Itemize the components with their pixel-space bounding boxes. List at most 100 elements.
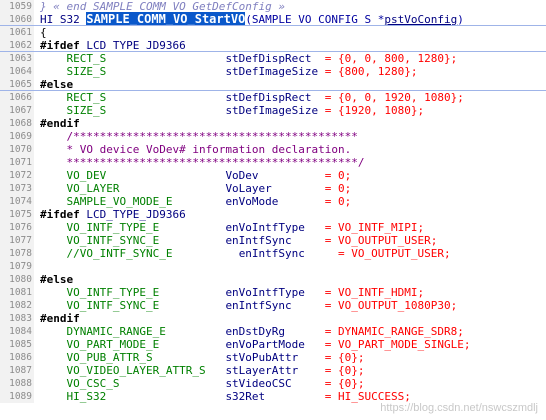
code-token: stLayerAttr — [225, 364, 325, 377]
code-line[interactable]: 1076 VO_INTF_TYPE_E enVoIntfType = VO_IN… — [0, 221, 546, 234]
code-line[interactable]: 1078 //VO_INTF_SYNC_E enIntfSync = VO_OU… — [0, 247, 546, 260]
code-token: enVoIntfType — [225, 286, 325, 299]
code-token: = {0}; — [324, 364, 365, 377]
code-line[interactable]: 1070 * VO device VoDev# information decl… — [0, 143, 546, 156]
code-token: = 0; — [324, 182, 352, 195]
code-text: RECT_S stDefDispRect = {0, 0, 1920, 1080… — [40, 91, 463, 104]
code-token: = VO_OUTPUT_USER; — [338, 247, 451, 260]
line-number: 1068 — [0, 117, 34, 130]
code-token: VO_PART_MODE_E — [40, 338, 226, 351]
code-token: #endif — [40, 117, 80, 130]
code-text: #endif — [40, 312, 80, 325]
code-text: SIZE_S stDefImageSize = {1920, 1080}; — [40, 104, 424, 117]
code-token: enVoMode — [225, 195, 325, 208]
code-line[interactable]: 1061{ — [0, 26, 546, 39]
code-text: VO_INTF_TYPE_E enVoIntfType = VO_INTF_HD… — [40, 286, 424, 299]
code-line[interactable]: 1084 DYNAMIC_RANGE_E enDstDyRg = DYNAMIC… — [0, 325, 546, 338]
line-number: 1086 — [0, 351, 34, 364]
line-number: 1077 — [0, 234, 34, 247]
code-line[interactable]: 1080 #else — [0, 273, 546, 286]
line-number: 1080 — [0, 273, 34, 286]
code-line[interactable]: 1089 HI_S32 s32Ret = HI_SUCCESS; — [0, 390, 546, 403]
code-token: = VO_PART_MODE_SINGLE; — [324, 338, 471, 351]
code-text: VO_PART_MODE_E enVoPartMode = VO_PART_MO… — [40, 338, 470, 351]
function-name[interactable]: SAMPLE_COMM_VO_StartVO — [86, 12, 246, 26]
code-line[interactable]: 1065#else — [0, 78, 546, 91]
code-token: = 0; — [324, 195, 352, 208]
code-line[interactable]: 1077 VO_INTF_SYNC_E enIntfSync = VO_OUTP… — [0, 234, 546, 247]
line-number: 1075 — [0, 208, 34, 221]
code-token: stDefDispRect — [225, 91, 325, 104]
code-line[interactable]: 1081 VO_INTF_TYPE_E enVoIntfType = VO_IN… — [0, 286, 546, 299]
line-number: 1076 — [0, 221, 34, 234]
code-token: stVoPubAttr — [225, 351, 325, 364]
code-token: enIntfSync — [238, 247, 339, 260]
code-token: RECT_S — [40, 91, 226, 104]
code-token: RECT_S — [40, 52, 226, 65]
code-text: VO_LAYER VoLayer = 0; — [40, 182, 351, 195]
code-token: VO_INTF_SYNC_E — [40, 299, 226, 312]
code-token: (SAMPLE_VO_CONFIG_S * — [245, 13, 385, 26]
code-token: = DYNAMIC_RANGE_SDR8; — [324, 325, 464, 338]
line-number: 1079 — [0, 260, 34, 273]
code-line[interactable]: 1082 VO_INTF_SYNC_E enIntfSync = VO_OUTP… — [0, 299, 546, 312]
code-text: VO_PUB_ATTR_S stVoPubAttr = {0}; — [40, 351, 364, 364]
code-token: = VO_OUTPUT_USER; — [324, 234, 438, 247]
code-text: #endif — [40, 117, 80, 130]
code-line[interactable]: 1072 VO_DEV VoDev = 0; — [0, 169, 546, 182]
code-text: SIZE_S stDefImageSize = {800, 1280}; — [40, 65, 417, 78]
code-line[interactable]: 1075 #ifdef LCD_TYPE_JD9366 — [0, 208, 546, 221]
code-token: VO_VIDEO_LAYER_ATTR_S — [40, 364, 226, 377]
code-line[interactable]: 1067 SIZE_S stDefImageSize = {1920, 1080… — [0, 104, 546, 117]
code-line[interactable]: 1071 ***********************************… — [0, 156, 546, 169]
code-token: LCD_TYPE_JD9366 — [79, 39, 186, 52]
line-number: 1085 — [0, 338, 34, 351]
code-line[interactable]: 1085 VO_PART_MODE_E enVoPartMode = VO_PA… — [0, 338, 546, 351]
line-number: 1078 — [0, 247, 34, 260]
code-line[interactable]: 1069 /**********************************… — [0, 130, 546, 143]
code-token: VoLayer — [225, 182, 325, 195]
code-token: #ifdef — [40, 39, 80, 52]
code-text: #ifdef LCD_TYPE_JD9366 — [40, 208, 186, 221]
code-line[interactable]: 1086 VO_PUB_ATTR_S stVoPubAttr = {0}; — [0, 351, 546, 364]
code-line[interactable]: 1063 RECT_S stDefDispRect = {0, 0, 800, … — [0, 52, 546, 65]
code-token: #endif — [40, 312, 80, 325]
code-line[interactable]: 1083#endif — [0, 312, 546, 325]
code-token: = 0; — [324, 169, 352, 182]
code-token: stDefImageSize — [225, 65, 325, 78]
code-line[interactable]: 1079 — [0, 260, 546, 273]
line-number: 1087 — [0, 364, 34, 377]
code-token: VO_LAYER — [40, 182, 226, 195]
code-token: ****************************************… — [40, 156, 365, 169]
code-line[interactable]: 1074 SAMPLE_VO_MODE_E enVoMode = 0; — [0, 195, 546, 208]
code-line[interactable]: 1088 VO_CSC_S stVideoCSC = {0}; — [0, 377, 546, 390]
code-token: = {0}; — [324, 377, 365, 390]
code-text: VO_INTF_TYPE_E enVoIntfType = VO_INTF_MI… — [40, 221, 424, 234]
line-number: 1074 — [0, 195, 34, 208]
code-token: DYNAMIC_RANGE_E — [40, 325, 226, 338]
line-number: 1088 — [0, 377, 34, 390]
code-token: SAMPLE_VO_MODE_E — [40, 195, 226, 208]
code-token: VO_INTF_TYPE_E — [40, 286, 226, 299]
code-line[interactable]: 1068 #endif — [0, 117, 546, 130]
code-text: DYNAMIC_RANGE_E enDstDyRg = DYNAMIC_RANG… — [40, 325, 464, 338]
code-text: RECT_S stDefDispRect = {0, 0, 800, 1280}… — [40, 52, 457, 65]
line-number: 1059 — [0, 0, 34, 13]
code-line[interactable]: 1064 SIZE_S stDefImageSize = {800, 1280}… — [0, 65, 546, 78]
code-text: VO_VIDEO_LAYER_ATTR_S stLayerAttr = {0}; — [40, 364, 365, 377]
code-text: VO_DEV VoDev = 0; — [40, 169, 351, 182]
code-token: //VO_INTF_SYNC_E — [40, 247, 239, 260]
code-line[interactable]: 1087 VO_VIDEO_LAYER_ATTR_S stLayerAttr =… — [0, 364, 546, 377]
code-text: VO_CSC_S stVideoCSC = {0}; — [40, 377, 365, 390]
code-line[interactable]: 1073 VO_LAYER VoLayer = 0; — [0, 182, 546, 195]
code-token: stDefDispRect — [225, 52, 325, 65]
code-token: #else — [40, 273, 74, 286]
line-number: 1067 — [0, 104, 34, 117]
code-token: VO_INTF_SYNC_E — [40, 234, 226, 247]
line-number: 1062 — [0, 39, 34, 52]
code-token: { — [40, 26, 47, 39]
code-line[interactable]: 1062 #ifdef LCD_TYPE_JD9366 — [0, 39, 546, 52]
code-line[interactable]: 1066 RECT_S stDefDispRect = {0, 0, 1920,… — [0, 91, 546, 104]
